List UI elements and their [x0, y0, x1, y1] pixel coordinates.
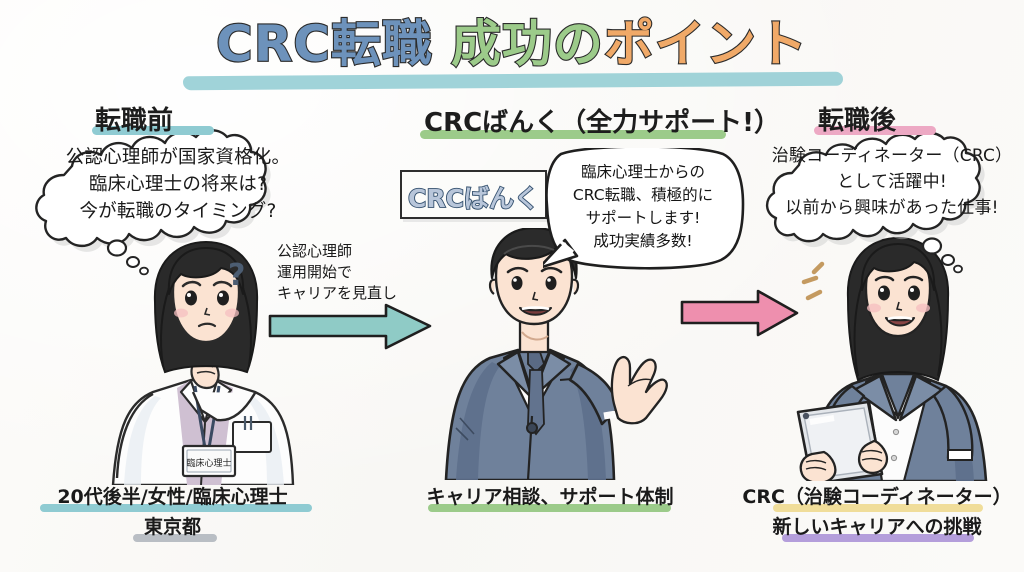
thought-line: 今が転職のタイミング?	[79, 201, 277, 222]
thought-line: 治験コーディネーター（CRC）	[771, 146, 1013, 166]
crc-bank-logo-text: CRCばんく	[407, 183, 540, 214]
arrow-left	[268, 303, 433, 355]
page-title: CRC転職成功のポイント	[0, 12, 1024, 91]
speech-line: CRC転職、積極的に	[572, 186, 714, 204]
thought-cloud-after: 治験コーディネーター（CRC） として活躍中! 以前から興味があった仕事!	[756, 126, 1024, 248]
arrow-left-label-line: 公認心理師	[277, 242, 353, 260]
thought-cloud-tail-after	[921, 237, 963, 274]
title-part-crc-tenshoku: CRC転職	[215, 14, 433, 74]
arrow-left-label: 公認心理師 運用開始で キャリアを見直し	[277, 241, 397, 304]
caption-before-line2: 東京都	[143, 516, 201, 538]
caption-before-line1: 20代後半/女性/臨床心理士	[57, 486, 288, 508]
thought-line: 以前から興味があった仕事!	[785, 198, 999, 218]
speech-line: サポートします!	[585, 209, 701, 227]
title-part-seiko-no: 成功の	[450, 14, 604, 74]
crc-bank-logo-box[interactable]: CRCばんく	[400, 170, 547, 219]
thought-line: 臨床心理士の将来は?	[88, 174, 268, 195]
column-header-middle: CRCばんく（全力サポート!）	[424, 108, 781, 138]
thought-line: 公認心理師が国家資格化。	[65, 147, 291, 168]
question-mark-icon: ?	[228, 258, 246, 293]
column-header-before: 転職前	[95, 106, 174, 136]
title-part-point: ポイント	[603, 14, 808, 74]
speech-line: 成功実績多数!	[593, 232, 693, 250]
arrow-right	[680, 288, 800, 342]
thought-cloud-before: 公認心理師が国家資格化。 臨床心理士の将来は? 今が転職のタイミング?	[24, 126, 324, 252]
thought-line: として活躍中!	[837, 172, 947, 192]
caption-after-line1: CRC（治験コーディネーター）	[742, 486, 1012, 508]
sparkle-icon	[801, 261, 825, 301]
arrow-left-label-line: キャリアを見直し	[277, 284, 398, 302]
column-header-after: 転職後	[818, 106, 897, 136]
speech-balloon-recruiter: 臨床心理士からの CRC転職、積極的に サポートします! 成功実績多数!	[537, 145, 745, 270]
speech-line: 臨床心理士からの	[580, 163, 705, 181]
caption-after-line2: 新しいキャリアへの挑戦	[772, 516, 982, 538]
caption-middle-line1: キャリア相談、サポート体制	[426, 486, 674, 508]
thought-cloud-tail-before	[106, 239, 149, 276]
svg-text:臨床心理士: 臨床心理士	[186, 457, 231, 469]
arrow-left-label-line: 運用開始で	[277, 263, 353, 281]
